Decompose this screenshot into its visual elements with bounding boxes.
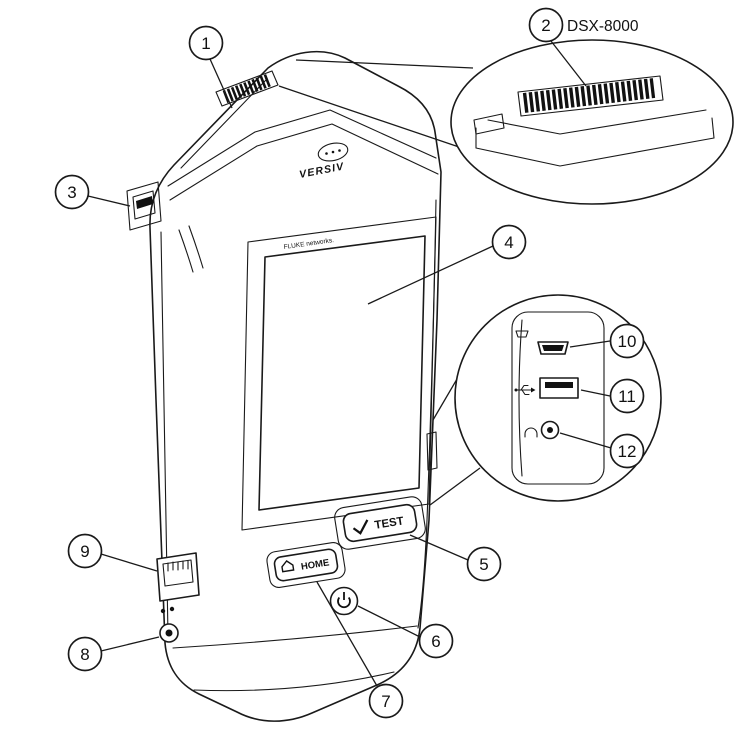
vent-line (178, 229, 194, 273)
status-led (160, 608, 166, 614)
vent-line (188, 225, 204, 269)
usb-a-port (514, 377, 579, 399)
speaker-grille (317, 142, 349, 162)
module-connector-pins (222, 73, 272, 104)
callout-5: 5 (409, 534, 502, 582)
tester-device: VERSIV FLUKE networks. TEST HOME (126, 50, 442, 722)
callout-1: 1 (188, 25, 233, 109)
callout-6-label: 6 (431, 632, 440, 651)
callout-5-label: 5 (479, 555, 488, 574)
home-button: HOME (266, 542, 346, 588)
callout-7: 7 (316, 581, 404, 719)
usb-icon (514, 384, 536, 396)
micro-usb-port (515, 330, 569, 355)
callout-1-label: 1 (201, 34, 210, 53)
module-connector-inset (278, 39, 734, 205)
module-connector (215, 70, 279, 107)
audio-jack-port (524, 420, 560, 440)
callout-10: 10 (569, 323, 645, 359)
callout-11-label: 11 (618, 387, 636, 406)
callout-11: 11 (580, 378, 645, 414)
alignment-notch (473, 113, 505, 135)
callout-9: 9 (67, 533, 158, 572)
callout-10-label: 10 (618, 332, 637, 351)
touchscreen (258, 235, 426, 511)
callout-8-label: 8 (80, 645, 89, 664)
callout-6: 6 (357, 605, 454, 659)
screen-bezel (241, 216, 437, 531)
home-button-label: HOME (300, 557, 330, 572)
callout-12-label: 12 (618, 442, 637, 461)
callout-12: 12 (559, 432, 645, 469)
callout-3-label: 3 (67, 183, 76, 202)
connector-pins-magnified (522, 78, 656, 113)
callout-9-label: 9 (80, 542, 89, 561)
status-led (169, 606, 175, 612)
callout-4: 4 (367, 224, 527, 305)
headset-jack (159, 623, 179, 643)
callout-2-label: 2 (541, 16, 550, 35)
callout-8: 8 (67, 636, 160, 672)
power-icon (337, 596, 351, 609)
power-button (329, 586, 359, 616)
side-ports-inset (429, 294, 662, 506)
inset-ellipse (450, 39, 734, 205)
micro-usb-icon (515, 330, 529, 338)
callout-7-label: 7 (381, 692, 390, 711)
check-icon (352, 519, 369, 535)
headphone-icon (524, 427, 538, 438)
callout-4-label: 4 (504, 233, 513, 252)
test-button: TEST (334, 496, 426, 550)
side-port-zoom-source (426, 431, 438, 471)
test-button-label: TEST (374, 515, 405, 531)
callout-3: 3 (54, 174, 131, 210)
model-label: DSX-8000 (567, 18, 639, 35)
rj45-port (156, 552, 200, 602)
home-icon (281, 560, 295, 573)
callout-2: 2 (528, 7, 587, 87)
module-connector-magnified (517, 75, 664, 117)
side-module-port (126, 181, 162, 231)
side-panel (511, 311, 605, 485)
